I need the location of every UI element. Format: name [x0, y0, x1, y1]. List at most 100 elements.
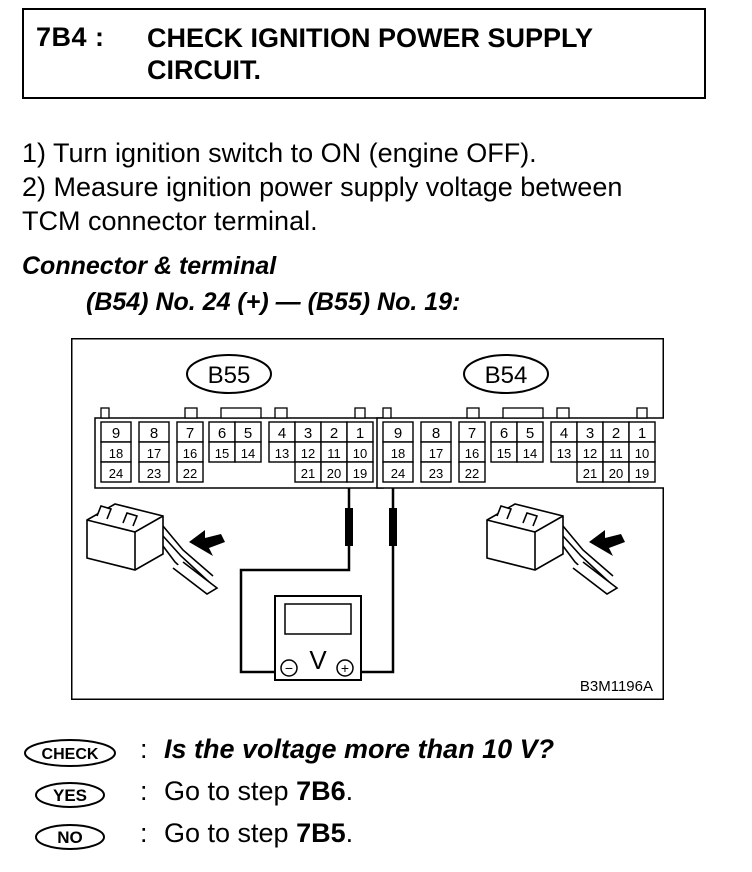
pin-cell [234, 441, 262, 463]
b55-pin-9: 9 [112, 425, 120, 442]
yes-action: Go to step 7B6. [164, 776, 353, 807]
b54-pin-4: 4 [560, 425, 568, 442]
b54-pin-5: 5 [526, 425, 534, 442]
b55-pin-6: 6 [218, 425, 226, 442]
instruction-1: 1) Turn ignition switch to ON (engine OF… [22, 138, 537, 168]
b55-pin-3: 3 [304, 425, 312, 442]
pin-cell [176, 461, 204, 483]
step-title-line-2: CIRCUIT. [147, 55, 261, 85]
b54-pin-1: 1 [638, 425, 646, 442]
b54-pin-16: 16 [465, 446, 479, 461]
b55-pin-11: 11 [327, 446, 341, 461]
no-text: Go to step [164, 818, 297, 848]
b55-pin-16: 16 [183, 446, 197, 461]
b54-pin-10: 10 [635, 446, 649, 461]
b54-pin-11: 11 [609, 446, 623, 461]
b54-pin-20: 20 [609, 466, 623, 481]
yes-colon: : [140, 776, 148, 806]
b55-pin-23: 23 [147, 466, 161, 481]
b55-pin-21: 21 [301, 466, 315, 481]
b55-pin-15: 15 [215, 446, 229, 461]
b55-pin-8: 8 [150, 425, 158, 442]
instruction-2: 2) Measure ignition power supply voltage… [22, 172, 623, 202]
yes-text-end: . [345, 776, 354, 806]
step-title: CHECK IGNITION POWER SUPPLY CIRCUIT. [147, 22, 697, 86]
step-code: 7B4 : [36, 22, 105, 52]
check-colon: : [140, 734, 148, 764]
b54-pin-12: 12 [583, 446, 597, 461]
b54-pin-23: 23 [429, 466, 443, 481]
b55-label: B55 [208, 362, 251, 389]
check-question: Is the voltage more than 10 V? [164, 734, 555, 764]
yes-step-ref: 7B6 [296, 776, 346, 806]
no-step-ref: 7B5 [296, 818, 346, 848]
b55-pin-22: 22 [183, 466, 197, 481]
b54-pin-24: 24 [391, 466, 405, 481]
arrow-right [589, 530, 625, 556]
b55-pin-24: 24 [109, 466, 123, 481]
b54-pin-3: 3 [586, 425, 594, 442]
b54-pin-6: 6 [500, 425, 508, 442]
b55-pin-2: 2 [330, 425, 338, 442]
arrow-left [189, 530, 225, 556]
b54-label: B54 [485, 362, 528, 389]
b54-pin-9: 9 [394, 425, 402, 442]
pin-cell [346, 461, 374, 483]
probe-minus [345, 508, 353, 546]
harness-plug-right [486, 503, 619, 595]
pin-cell [100, 461, 132, 483]
pin-cell [420, 461, 452, 483]
yes-badge: YES [35, 782, 105, 808]
no-badge-text: NO [57, 828, 83, 847]
b55-pin-12: 12 [301, 446, 315, 461]
b54-pin-22: 22 [465, 466, 479, 481]
b54-pin-8: 8 [432, 425, 440, 442]
pin-cell [516, 441, 544, 463]
b54-pin-18: 18 [391, 446, 405, 461]
b54-pin-2: 2 [612, 425, 620, 442]
b55-pin-5: 5 [244, 425, 252, 442]
figure-code: B3M1196A [580, 678, 653, 695]
pin-cell [138, 461, 170, 483]
yes-badge-text: YES [53, 786, 87, 805]
check-badge-text: CHECK [42, 746, 99, 763]
no-badge: NO [35, 824, 105, 850]
b55-pin-20: 20 [327, 466, 341, 481]
b54-pin-21: 21 [583, 466, 597, 481]
b55-pin-13: 13 [275, 446, 289, 461]
b54-pin-14: 14 [523, 446, 537, 461]
b54-pin-17: 17 [429, 446, 443, 461]
b55-pin-4: 4 [278, 425, 286, 442]
connector-heading: Connector & terminal [22, 252, 277, 280]
b54-label-oval [463, 354, 549, 394]
b54-pin-19: 19 [635, 466, 649, 481]
probe-plus [389, 508, 397, 546]
step-title-line-1: CHECK IGNITION POWER SUPPLY [147, 23, 594, 53]
no-colon: : [140, 818, 148, 848]
pin-cell [628, 461, 656, 483]
meter-minus-sign: − [285, 660, 293, 676]
no-text-end: . [345, 818, 354, 848]
b55-pin-1: 1 [356, 425, 364, 442]
terminal-spec: (B54) No. 24 (+) — (B55) No. 19: [86, 288, 461, 316]
b55-pin-14: 14 [241, 446, 255, 461]
b54-pin-15: 15 [497, 446, 511, 461]
b54-pin-13: 13 [557, 446, 571, 461]
b55-pin-18: 18 [109, 446, 123, 461]
b55-label-oval [186, 354, 272, 394]
step-title-box: 7B4 : CHECK IGNITION POWER SUPPLY CIRCUI… [22, 8, 706, 99]
b54-pin-7: 7 [468, 425, 476, 442]
no-action: Go to step 7B5. [164, 818, 353, 849]
b55-pin-17: 17 [147, 446, 161, 461]
meter-plus-sign: + [341, 660, 349, 676]
instructions: 1) Turn ignition switch to ON (engine OF… [22, 136, 622, 238]
b55-pin-7: 7 [186, 425, 194, 442]
pin-cell [458, 461, 486, 483]
b55-pin-19: 19 [353, 466, 367, 481]
yes-text: Go to step [164, 776, 297, 806]
voltmeter [274, 595, 362, 681]
check-badge: CHECK [24, 739, 116, 767]
